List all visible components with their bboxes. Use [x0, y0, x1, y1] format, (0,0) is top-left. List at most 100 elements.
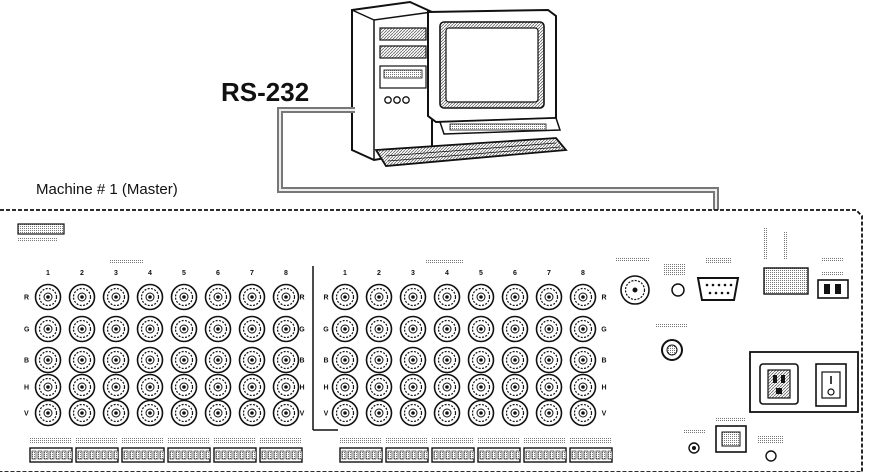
- input-bnc-h-8: [272, 373, 300, 401]
- audio-terminal-block: [523, 438, 567, 463]
- input-column-number: 6: [216, 270, 220, 277]
- input-bnc-v-7: [238, 399, 266, 427]
- output-column-number: 4: [445, 270, 449, 277]
- input-bnc-r-7: [238, 283, 266, 311]
- output-bnc-g-3: [399, 315, 427, 343]
- output-bnc-g-8: [569, 315, 597, 343]
- input-bnc-g-6: [204, 315, 232, 343]
- audio-terminal-blocks: [29, 438, 613, 463]
- output-bnc-g-4: [433, 315, 461, 343]
- input-bnc-r-4: [136, 283, 164, 311]
- input-bnc-r-8: [272, 283, 300, 311]
- output-bnc-r-5: [467, 283, 495, 311]
- input-bnc-b-1: [34, 346, 62, 374]
- output-bnc-b-5: [467, 346, 495, 374]
- input-bnc-b-8: [272, 346, 300, 374]
- power-inlet-module: [749, 351, 859, 413]
- output-column-number: 2: [377, 270, 381, 277]
- input-bnc-b-2: [68, 346, 96, 374]
- audio-terminal-block: [213, 438, 257, 463]
- input-bnc-r-3: [102, 283, 130, 311]
- output-bnc-b-3: [399, 346, 427, 374]
- reset-button: [683, 430, 705, 454]
- output-bnc-r-2: [365, 283, 393, 311]
- factory-reset-button: [758, 436, 784, 462]
- input-bnc-r-1: [34, 283, 62, 311]
- output-bnc-b-6: [501, 346, 529, 374]
- remote-ir-port: [656, 324, 688, 361]
- input-bnc-h-2: [68, 373, 96, 401]
- inputs-header-mark: [110, 260, 144, 264]
- dip-switch-block: [763, 228, 809, 295]
- rs485-terminal: [817, 257, 849, 299]
- row-letter: R: [323, 295, 328, 302]
- output-bnc-h-5: [467, 373, 495, 401]
- row-letter: H: [323, 385, 328, 392]
- output-bnc-v-3: [399, 399, 427, 427]
- input-bnc-g-8: [272, 315, 300, 343]
- output-bnc-r-1: [331, 283, 359, 311]
- output-bnc-v-4: [433, 399, 461, 427]
- row-letter: H: [601, 385, 606, 392]
- input-bnc-v-2: [68, 399, 96, 427]
- audio-terminal-block: [167, 438, 211, 463]
- input-column-number: 8: [284, 270, 288, 277]
- machine-label: Machine # 1 (Master): [36, 181, 178, 198]
- input-bnc-v-5: [170, 399, 198, 427]
- input-bnc-v-6: [204, 399, 232, 427]
- output-bnc-v-5: [467, 399, 495, 427]
- input-bnc-b-5: [170, 346, 198, 374]
- rs232-port[interactable]: [696, 258, 740, 301]
- input-bnc-r-6: [204, 283, 232, 311]
- input-bnc-r-2: [68, 283, 96, 311]
- input-bnc-v-4: [136, 399, 164, 427]
- output-bnc-g-6: [501, 315, 529, 343]
- audio-terminal-block: [569, 438, 613, 463]
- inputs-bnc-grid: [34, 283, 300, 427]
- output-bnc-r-8: [569, 283, 597, 311]
- outputs-header-mark: [426, 260, 464, 264]
- input-bnc-g-3: [102, 315, 130, 343]
- output-bnc-g-2: [365, 315, 393, 343]
- input-bnc-g-4: [136, 315, 164, 343]
- output-column-number: 5: [479, 270, 483, 277]
- input-bnc-g-1: [34, 315, 62, 343]
- output-bnc-r-3: [399, 283, 427, 311]
- row-letter: V: [324, 411, 329, 418]
- output-column-number: 8: [581, 270, 585, 277]
- output-bnc-b-1: [331, 346, 359, 374]
- rs232-title: RS-232: [221, 77, 309, 107]
- audio-terminal-block: [259, 438, 303, 463]
- input-column-number: 5: [182, 270, 186, 277]
- output-bnc-h-8: [569, 373, 597, 401]
- output-bnc-v-8: [569, 399, 597, 427]
- output-bnc-h-1: [331, 373, 359, 401]
- row-letter: G: [24, 327, 30, 334]
- output-bnc-h-4: [433, 373, 461, 401]
- ethernet-port: [715, 418, 747, 453]
- row-letter: B: [323, 358, 328, 365]
- audio-terminal-block: [29, 438, 73, 463]
- input-bnc-b-6: [204, 346, 232, 374]
- row-letter: G: [323, 327, 329, 334]
- input-bnc-v-8: [272, 399, 300, 427]
- input-column-number: 4: [148, 270, 152, 277]
- input-column-number: 1: [46, 270, 50, 277]
- row-letter: V: [602, 411, 607, 418]
- row-letter: V: [24, 411, 29, 418]
- audio-terminal-block: [431, 438, 475, 463]
- input-bnc-h-6: [204, 373, 232, 401]
- audio-terminal-block: [385, 438, 429, 463]
- pc-keyboard: [374, 137, 568, 167]
- pc-tower: [351, 0, 433, 162]
- outputs-bnc-grid: [331, 283, 597, 427]
- brand-logo: [17, 223, 65, 242]
- row-letter: B: [601, 358, 606, 365]
- input-bnc-h-3: [102, 373, 130, 401]
- row-letter: G: [601, 327, 607, 334]
- row-letter: H: [299, 385, 304, 392]
- row-letter: V: [300, 411, 305, 418]
